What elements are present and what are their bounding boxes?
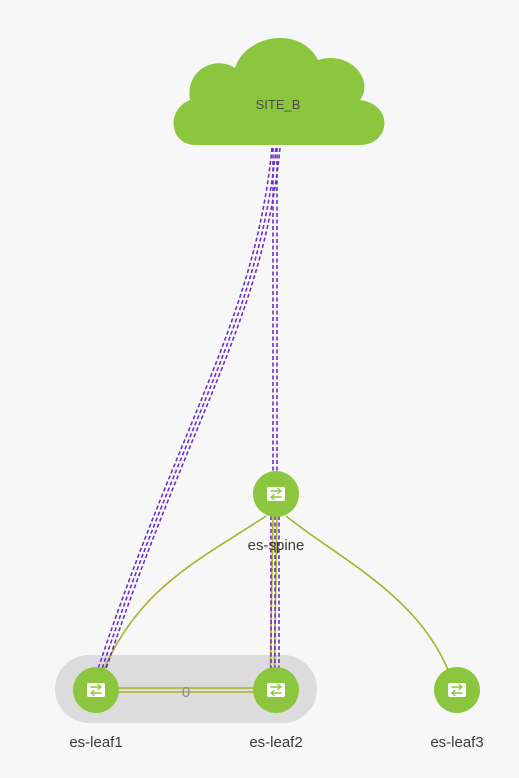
node-es-leaf3[interactable]: es-leaf3 [430, 667, 484, 751]
link-siteb-leaf1-b[interactable] [99, 147, 277, 676]
overlay-links [95, 147, 281, 676]
node-label-es-leaf1: es-leaf1 [69, 734, 122, 751]
node-label-es-leaf2: es-leaf2 [249, 734, 302, 751]
node-label-es-spine: es-spine [248, 537, 305, 554]
node-es-leaf1[interactable]: es-leaf1 [69, 667, 123, 751]
node-es-leaf2[interactable]: es-leaf2 [249, 667, 303, 751]
cloud-label: SITE_B [256, 97, 301, 112]
switch-icon [86, 682, 106, 698]
site-b-cloud[interactable]: SITE_B [173, 38, 385, 145]
switch-icon [266, 486, 286, 502]
vpc-peer-badge: 0 [182, 684, 190, 701]
switch-icon [447, 682, 467, 698]
switch-icon [266, 682, 286, 698]
link-siteb-leaf1-c[interactable] [103, 147, 281, 676]
link-spine-leaf3[interactable] [285, 515, 456, 691]
link-siteb-leaf1-a[interactable] [95, 147, 273, 676]
node-es-spine[interactable]: es-spine [248, 471, 305, 554]
cloud-icon [173, 38, 385, 145]
node-label-es-leaf3: es-leaf3 [430, 734, 483, 751]
vpc-pair-highlight [55, 655, 317, 723]
